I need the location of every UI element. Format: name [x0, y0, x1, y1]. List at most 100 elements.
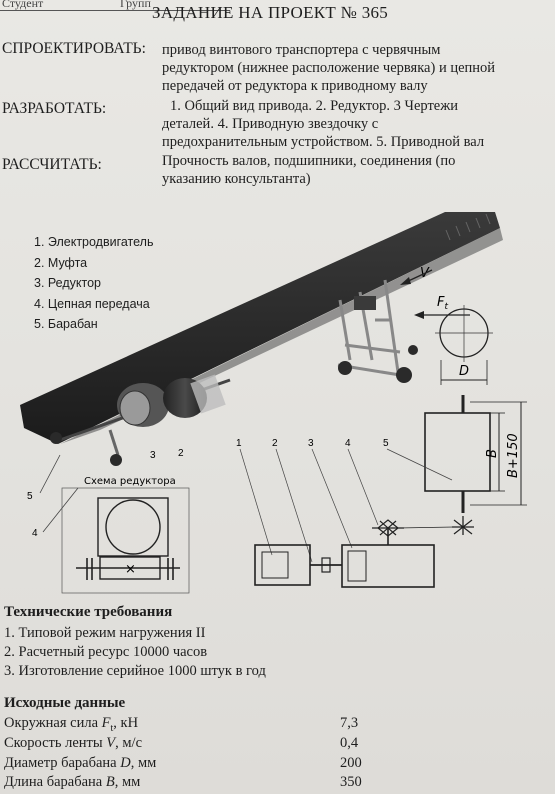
worm-cross-glyph: ×	[125, 562, 136, 577]
source-row-name: Окружная сила Ft, кН	[4, 715, 138, 734]
design-text: привод винтового транспортера с червячны…	[162, 41, 542, 95]
requirement-item: 1. Типовой режим нагружения II	[4, 625, 206, 641]
callout-5: 5	[383, 438, 389, 449]
worm-wheel-box	[97, 497, 169, 557]
legend-item: 5. Барабан	[34, 317, 98, 331]
source-row-value: 350	[340, 774, 362, 790]
header-underline	[0, 10, 230, 11]
component-legend: 1. Электродвигатель 2. Муфта 3. Редуктор…	[34, 232, 153, 335]
requirements-list: 1. Типовой режим нагружения II 2. Расчет…	[4, 624, 266, 681]
source-unit: , кН	[113, 715, 139, 731]
page-title: ЗАДАНИЕ НА ПРОЕКТ № 365	[152, 3, 389, 22]
frame-wheel	[338, 361, 352, 375]
diameter-label: D	[459, 364, 469, 379]
develop-line: деталей. 4. Приводную звездочку с	[162, 116, 379, 132]
callout-2-label: 2	[178, 448, 184, 459]
source-unit: , мм	[114, 774, 141, 790]
frame-wheel	[110, 454, 122, 466]
frame-wheel	[408, 345, 418, 355]
requirement-item: 3. Изготовление серийное 1000 штук в год	[4, 663, 266, 679]
scheme-motor-inner	[261, 551, 289, 579]
callout-4-label: 4	[32, 528, 38, 539]
source-name-text: Диаметр барабана	[4, 755, 121, 771]
develop-line: предохранительным устройством. 5. Привод…	[162, 134, 485, 150]
reducer-scheme-frame	[61, 487, 190, 594]
leader-lines	[239, 448, 453, 563]
design-line: редуктором (нижнее расположение червяка)…	[162, 60, 496, 76]
conveyor-illustration: 3 2 5 4	[20, 212, 503, 539]
velocity-arrowhead	[400, 277, 411, 285]
group-label: Групп	[120, 0, 151, 10]
callout-4: 4	[345, 438, 351, 449]
leader-line	[42, 487, 79, 533]
student-label: Студент	[2, 0, 44, 10]
lower-frame-rail	[108, 429, 120, 456]
source-unit: , м/с	[115, 735, 142, 751]
force-arrowhead	[414, 311, 424, 319]
reducer-scheme-label: Схема редуктора	[84, 476, 176, 487]
source-data-heading: Исходные данные	[4, 695, 126, 711]
source-row-value: 0,4	[340, 735, 359, 751]
scheme-reducer-inner	[347, 550, 367, 582]
develop-label: РАЗРАБОТАТЬ:	[2, 100, 107, 117]
callout-1: 1	[236, 438, 242, 449]
callout-5-label: 5	[27, 491, 33, 502]
legend-item: 1. Электродвигатель	[34, 235, 154, 249]
source-row: Диаметр барабана D, мм 200	[4, 755, 544, 774]
frame-wheel	[396, 367, 412, 383]
source-unit: , мм	[130, 755, 157, 771]
legend-item: 3. Редуктор	[34, 276, 102, 290]
force-label: Ft	[437, 295, 448, 312]
chain-sprocket-symbol	[452, 519, 474, 535]
force-symbol: F	[437, 295, 445, 310]
source-symbol: F	[101, 715, 111, 731]
source-row-name: Длина барабана B, мм	[4, 774, 140, 791]
requirements-heading: Технические требования	[4, 604, 173, 620]
source-symbol: V	[106, 735, 116, 751]
head-rollers	[445, 213, 491, 241]
chain-link-line	[397, 526, 455, 529]
width-label: B	[485, 449, 500, 458]
source-row-value: 7,3	[340, 715, 359, 731]
source-row-name: Скорость ленты V, м/с	[4, 735, 142, 752]
gearbox-cover	[119, 390, 151, 426]
source-row-value: 200	[340, 755, 362, 771]
scheme-coupling	[321, 557, 331, 573]
source-row: Длина барабана B, мм 350	[4, 774, 544, 793]
develop-line: 1. Общий вид привода. 2. Редуктор. 3 Чер…	[170, 98, 459, 114]
calc-text: Прочность валов, подшипники, соединения …	[162, 152, 542, 188]
source-name-text: Скорость ленты	[4, 735, 107, 751]
develop-text: 1. Общий вид привода. 2. Редуктор. 3 Чер…	[162, 97, 550, 151]
legend-item: 2. Муфта	[34, 255, 88, 270]
callout-3-label: 3	[150, 450, 156, 461]
source-row: Скорость ленты V, м/с 0,4	[4, 735, 544, 754]
source-row-name: Диаметр барабана D, мм	[4, 755, 156, 772]
frame-wheel	[50, 432, 62, 444]
callout-2: 2	[272, 438, 278, 449]
design-line: привод винтового транспортера с червячны…	[162, 42, 441, 58]
source-symbol: D	[120, 755, 131, 771]
scheme-motor	[254, 544, 311, 586]
worm-bearings	[86, 558, 174, 580]
callout-3: 3	[308, 438, 314, 449]
calc-line: указанию консультанта)	[162, 171, 311, 187]
calc-line: Прочность валов, подшипники, соединения …	[162, 153, 456, 169]
total-width-label: B+150	[506, 433, 521, 478]
leader-line	[39, 454, 61, 494]
source-row: Окружная сила Ft, кН 7,3	[4, 715, 544, 734]
calc-label: РАССЧИТАТЬ:	[2, 156, 102, 173]
source-subscript: t	[110, 722, 114, 734]
source-symbol: B	[105, 774, 115, 790]
legend-item: 4. Цепная передача	[34, 296, 150, 311]
motor-cowl	[190, 374, 226, 414]
worm-wheel	[105, 499, 161, 555]
source-name-text: Окружная сила	[4, 715, 102, 731]
force-subscript: t	[444, 302, 448, 312]
source-name-text: Длина барабана	[4, 774, 106, 790]
worm	[99, 556, 161, 580]
design-label: СПРОЕКТИРОВАТЬ:	[2, 40, 146, 57]
frame-plate	[354, 296, 376, 310]
design-line: передачей от редуктора к приводному валу	[162, 78, 428, 94]
